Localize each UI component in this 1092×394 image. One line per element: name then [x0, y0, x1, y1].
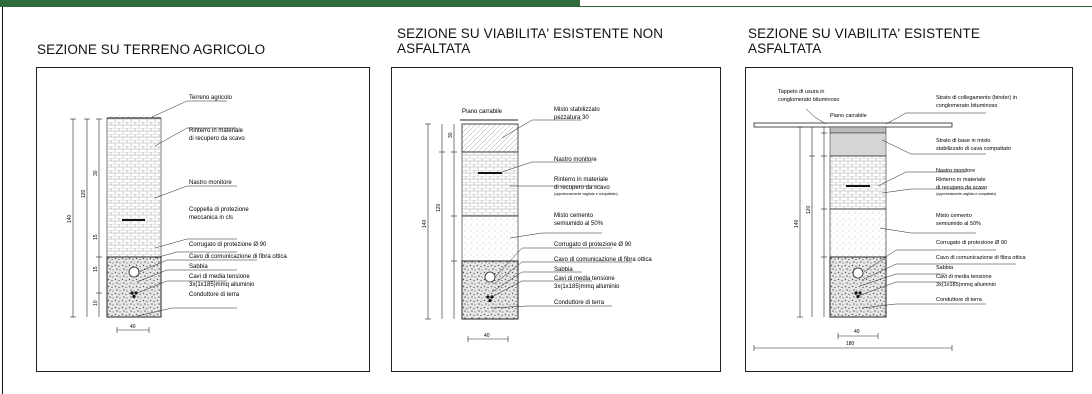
label-terreno: Terreno agricolo [189, 95, 233, 101]
top-green-bar [0, 0, 1092, 7]
section-terreno-agricolo: 140 120 30 15 15 10 40 Terreno agricolo … [67, 95, 287, 333]
diagram-label: Sabbia [554, 267, 573, 273]
rinterro-layer [106, 117, 162, 258]
diagram-label: 120 [436, 203, 442, 212]
diagram-label: stabilizzato di cava compattato [936, 146, 1011, 152]
diagram-label: di recupero da scavo [189, 136, 245, 142]
diagram-label: Rinterro in materiale [936, 177, 986, 183]
road-slab [753, 122, 953, 128]
diagram-label: (opportunamente vagliato e compattato) [554, 192, 618, 196]
diagram-label: Corrugato di protezione Ø 90 [936, 240, 1007, 246]
diagram-label: 15 [93, 266, 99, 272]
diagram-label: 30 [448, 132, 454, 138]
diagram-label: Conduttore di terra [189, 292, 240, 298]
diagram-label: Cavo di comunicazione di fibra ottica [936, 255, 1027, 261]
diagram-label: Misto stabilizzato [554, 107, 600, 113]
diagram-label: semiumido al 50% [554, 221, 604, 227]
diagram-label: Corrugato di protezione Ø 90 [554, 242, 632, 248]
diagram-label: Piano carrabile [462, 109, 503, 115]
diagram-label: Cavi di media tensione [554, 276, 615, 282]
diagram-label: 15 [93, 234, 99, 240]
diagram-label: semiumido al 50% [936, 221, 981, 227]
diagram-label: Nastro monitore [936, 168, 975, 174]
panel-3-title-line1: SEZIONE SU VIABILITA' ESISTENTE [748, 26, 980, 41]
diagram-label: Cavi di media tensione [936, 274, 992, 280]
diagram-label: 30 [93, 170, 99, 176]
diagram-label: Cavo di comunicazione di fibra ottica [554, 257, 652, 263]
diagram-label: 180 [846, 341, 855, 347]
terreno-agricolo-layer [107, 115, 161, 119]
diagram-label: conglomerato bituminoso [778, 97, 839, 103]
section-viabilita-non-asfaltata: 140 120 30 40 Piano carrabile Misto stab… [422, 107, 652, 342]
diagram-label: 40 [484, 333, 490, 339]
diagram-label: Sabbia [189, 264, 208, 270]
diagram-label: Conduttore di terra [554, 300, 605, 306]
panel-1-frame: 140 120 30 15 15 10 40 Terreno agricolo … [36, 67, 370, 372]
diagram-label: pezzatura 30 [554, 115, 589, 121]
diagram-label: Nastro monitore [554, 157, 597, 163]
diagram-label: Tappeto di usura in [778, 89, 824, 95]
diagram-label: 3x(1x185)mmq alluminio [189, 282, 255, 288]
diagram-label: Rinterro in materiale [189, 128, 244, 134]
diagram-label: Piano carrabile [830, 113, 867, 119]
diagram-label: 40 [854, 329, 860, 335]
diagram-label: 140 [67, 214, 73, 223]
page-left-border [2, 7, 3, 394]
diagram-label: 40 [130, 324, 136, 330]
diagram-label: 10 [93, 300, 99, 306]
diagram-label: Strato di base in misto [936, 138, 990, 144]
diagram-label: Corrugato di protezione Ø 90 [189, 242, 267, 248]
panel-3-title-line2: ASFALTATA [748, 41, 822, 56]
diagram-label: meccanica in cls [189, 215, 233, 221]
diagram-label: Cavi di media tensione [189, 274, 250, 280]
diagram-label: Cavo di comunicazione di fibra ottica [189, 254, 287, 260]
panel-2-title-line2: ASFALTATA [397, 41, 471, 56]
panel-2-frame: 140 120 30 40 Piano carrabile Misto stab… [391, 67, 721, 372]
diagram-label: 120 [81, 189, 87, 198]
diagram-label: Nastro monitore [189, 180, 232, 186]
diagram-label: conglomerato bituminoso [936, 103, 997, 109]
corrugato-pipe [128, 266, 140, 278]
panel-2-title-line1: SEZIONE SU VIABILITA' ESISTENTE NON [397, 26, 664, 41]
diagram-label: Misto cemento [554, 213, 594, 219]
top-bar-gap [580, 0, 1092, 6]
panel-3-frame: 140 120 40 180 Tappeto di usura in congl… [745, 67, 1073, 372]
diagram-label: Strato di collegamento (binder) in [936, 95, 1017, 101]
diagram-label: 3x(1x185)mmq alluminio [936, 282, 996, 288]
diagram-label: (opportunamente vagliato e compattato) [936, 192, 996, 196]
diagram-label: 140 [422, 219, 428, 228]
diagram-label: di recupero da scavo [936, 185, 987, 191]
diagram-label: di recupero da scavo [554, 185, 610, 191]
diagram-label: 140 [794, 219, 800, 228]
section-viabilita-asfaltata: 140 120 40 180 Tappeto di usura in congl… [753, 89, 1027, 351]
diagram-label: 3x(1x185)mmq alluminio [554, 284, 620, 290]
diagram-label: Rinterro in materiale [554, 177, 609, 183]
diagram-label: Coppella di protezione [189, 207, 249, 213]
diagram-label: 120 [806, 205, 812, 214]
diagram-label: Sabbia [936, 265, 954, 271]
diagram-label: Misto cemento [936, 213, 972, 219]
diagram-label: Conduttore di terra [936, 297, 983, 303]
panel-1-title: SEZIONE SU TERRENO AGRICOLO [37, 42, 266, 57]
